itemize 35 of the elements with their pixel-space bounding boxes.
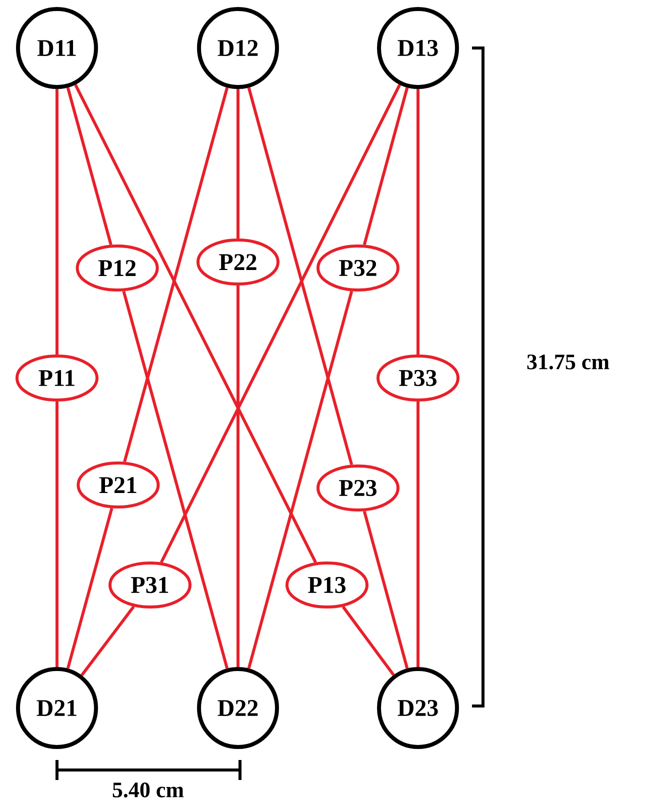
ellipse-node: P21 [76,462,160,508]
line [416,89,420,354]
line [56,89,58,354]
line [123,87,229,462]
circle-node: D23 [377,667,459,749]
circle-node: D13 [377,7,459,89]
line [362,510,409,669]
dimension-label: 5.40 cm [112,782,184,798]
ellipse-node: P31 [108,562,192,608]
dimension-label: 31.75 cm [527,354,610,370]
ellipse-node: P32 [316,244,400,292]
line [236,89,240,238]
circle-node: D11 [16,7,98,89]
line [56,402,58,667]
line [342,606,395,676]
ellipse-node: P22 [196,238,280,286]
circle-node: D12 [197,7,279,89]
ellipse-node: P33 [376,354,460,402]
ellipse-node: P11 [16,354,98,402]
line [247,290,354,669]
ellipse-node: P13 [286,562,368,608]
line [74,84,317,564]
line [160,84,402,564]
circle-node: D21 [16,667,98,749]
line [80,606,135,676]
line [247,87,354,466]
line [122,290,229,669]
ellipse-node: P12 [76,244,159,292]
ellipse-node: P23 [316,464,400,512]
circle-node: D22 [197,667,279,749]
line [66,508,114,669]
line [362,87,409,246]
line [236,286,240,667]
line [66,87,112,246]
line [416,402,420,667]
